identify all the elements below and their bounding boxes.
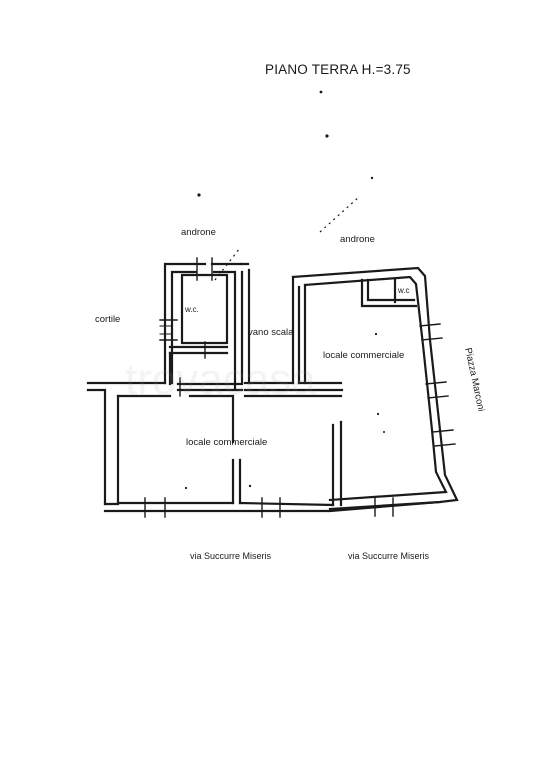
label-androne-right: androne bbox=[340, 234, 375, 245]
plan-tick-right-3 bbox=[432, 429, 456, 447]
label-locale-commerciale-right: locale commerciale bbox=[323, 350, 405, 361]
plan-dot-2 bbox=[325, 134, 329, 138]
plan-dot-9 bbox=[248, 484, 252, 488]
watermark: trovacasa bbox=[125, 355, 316, 404]
label-wc-right: w.c bbox=[398, 286, 410, 295]
plan-dot-3 bbox=[197, 193, 201, 197]
label-via-left: via Succurre Miseris bbox=[190, 551, 272, 561]
plan-wall-top-left-2 bbox=[86, 388, 107, 506]
plan-title: PIANO TERRA H.=3.75 bbox=[265, 62, 411, 77]
label-locale-commerciale-left: locale commerciale bbox=[186, 437, 268, 448]
plan-wall-central bbox=[231, 394, 242, 505]
plan-wall-right-top bbox=[291, 266, 459, 511]
plan-tick-wc-3 bbox=[159, 319, 178, 341]
plan-tick-bottom-1 bbox=[144, 497, 166, 518]
plan-dot-8 bbox=[184, 486, 188, 490]
label-wc-left: w.c. bbox=[185, 305, 199, 314]
plan-dot-5 bbox=[239, 262, 243, 266]
plan-tick-wc-4 bbox=[159, 325, 173, 335]
plan-wall-bottom bbox=[103, 501, 335, 507]
plan-tick-bottom-3 bbox=[374, 497, 394, 517]
plan-tick-wc-1 bbox=[196, 257, 213, 281]
plan-tick-right-1 bbox=[419, 323, 443, 341]
plan-tick-right-2 bbox=[425, 381, 449, 399]
plan-wall-wc-mid bbox=[168, 345, 229, 355]
plan-wall-central-2 bbox=[331, 420, 343, 507]
label-via-right: via Succurre Miseris bbox=[348, 551, 430, 561]
label-vano-scala: vano scala bbox=[248, 327, 294, 338]
plan-wall-bottom-2 bbox=[103, 500, 442, 513]
label-androne-left: androne bbox=[181, 227, 216, 238]
plan-dash-1 bbox=[214, 247, 241, 281]
plan-wall-right-top-inner bbox=[303, 275, 448, 502]
plan-tick-bottom-2 bbox=[261, 497, 281, 518]
plan-dot-10 bbox=[383, 431, 385, 433]
plan-dot-1 bbox=[319, 90, 323, 94]
plan-dot-6 bbox=[374, 332, 378, 336]
label-cortile: cortile bbox=[95, 314, 121, 325]
plan-dash-2 bbox=[319, 195, 361, 233]
plan-wall-wc-right bbox=[360, 278, 418, 308]
plan-dot-7 bbox=[376, 412, 380, 416]
plan-dot-4 bbox=[370, 176, 374, 180]
